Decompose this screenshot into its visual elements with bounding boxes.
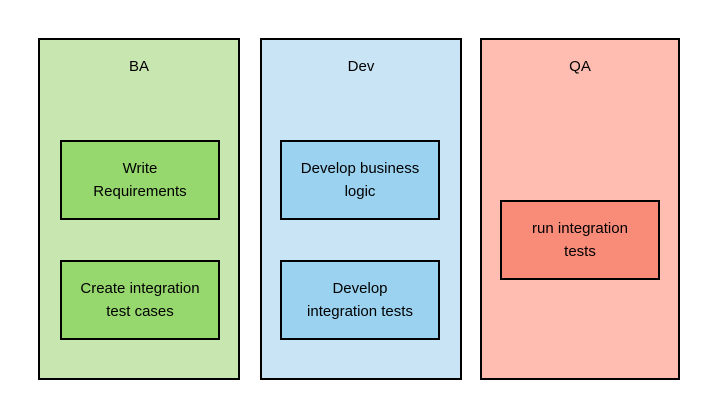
swimlane-qa: QA run integration tests bbox=[480, 38, 680, 380]
task-box-develop-business-logic: Develop business logic bbox=[280, 140, 440, 220]
task-label-develop-integration-tests: Develop integration tests bbox=[307, 280, 413, 320]
task-label-run-integration-tests: run integration tests bbox=[532, 220, 628, 260]
task-box-write-requirements: Write Requirements bbox=[60, 140, 220, 220]
task-box-run-integration-tests: run integration tests bbox=[500, 200, 660, 280]
swimlane-ba-title: BA bbox=[128, 58, 149, 75]
task-label-write-requirements: Write Requirements bbox=[93, 160, 187, 200]
task-label-create-integration-test-cases: Create integration test cases bbox=[80, 280, 200, 320]
swimlane-ba: BA Write Requirements Create integration… bbox=[38, 38, 240, 380]
task-box-develop-integration-tests: Develop integration tests bbox=[280, 260, 440, 340]
task-box-create-integration-test-cases: Create integration test cases bbox=[60, 260, 220, 340]
task-label-develop-business-logic: Develop business logic bbox=[300, 160, 420, 200]
swimlane-qa-title: QA bbox=[569, 58, 591, 75]
swimlane-dev: Dev Develop business logic Develop integ… bbox=[260, 38, 462, 380]
swimlane-dev-title: Dev bbox=[347, 58, 375, 75]
